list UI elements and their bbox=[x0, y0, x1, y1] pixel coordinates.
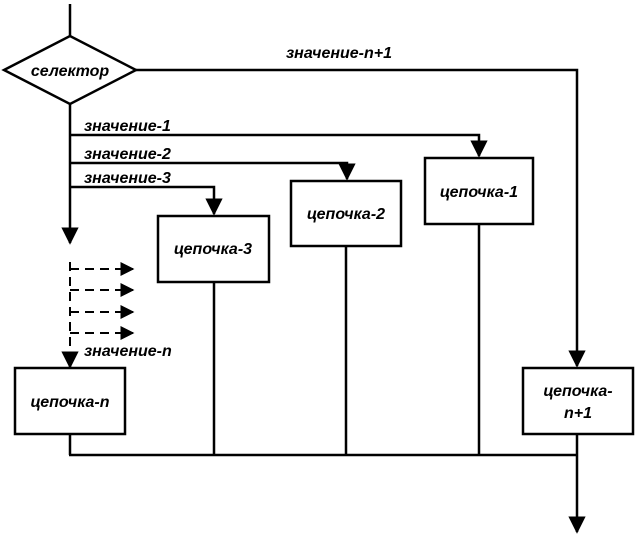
value-n-label: значение-n bbox=[84, 343, 172, 360]
chain-2-box bbox=[289, 179, 403, 248]
chain-2-label: цепочка-2 bbox=[307, 206, 385, 223]
branch-value-3 bbox=[70, 185, 223, 216]
chain-3-label: цепочка-3 bbox=[174, 241, 252, 258]
value-3-label: значение-3 bbox=[84, 170, 171, 187]
chain-3-box bbox=[156, 214, 271, 284]
value-1-label: значение-1 bbox=[84, 118, 171, 135]
value-2-label: значение-2 bbox=[84, 146, 171, 163]
branch-value-n-plus-1 bbox=[136, 68, 586, 368]
chain-1-label: цепочка-1 bbox=[440, 184, 518, 201]
branch-value-1 bbox=[70, 133, 488, 158]
selector-label: селектор bbox=[31, 63, 110, 80]
value-n-plus-1-label: значение-n+1 bbox=[286, 45, 392, 62]
chain-n-plus-1-label-line1: цепочка- bbox=[543, 383, 612, 400]
chain-n-plus-1-label-line2: n+1 bbox=[564, 405, 592, 422]
chain-n-label: цепочка-n bbox=[30, 394, 109, 411]
branch-value-2 bbox=[70, 161, 356, 181]
chain-n-plus-1-box bbox=[521, 366, 635, 436]
